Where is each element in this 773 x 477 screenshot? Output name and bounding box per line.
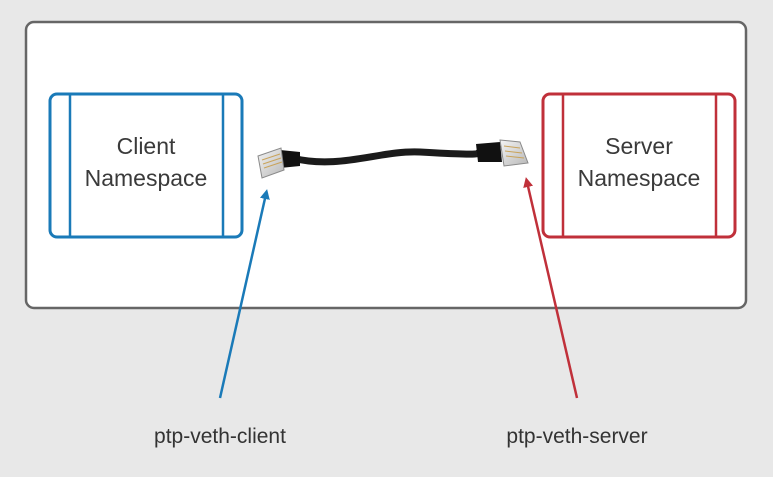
client-namespace-label-line1: Client xyxy=(117,133,176,159)
cable-body xyxy=(288,148,482,166)
cable-boot-left xyxy=(280,150,300,168)
server-interface-label: ptp-veth-server xyxy=(506,425,647,448)
server-namespace-label-line2: Namespace xyxy=(578,165,701,191)
rj45-plug-client-icon xyxy=(257,147,285,179)
client-namespace: Client Namespace xyxy=(48,92,244,239)
client-interface-label: ptp-veth-client xyxy=(154,425,286,448)
server-namespace: Server Namespace xyxy=(541,92,737,239)
ethernet-cable xyxy=(280,142,502,168)
client-namespace-box xyxy=(48,92,244,239)
server-namespace-label-line1: Server xyxy=(605,133,673,159)
server-namespace-box xyxy=(541,92,737,239)
server-interface-arrow xyxy=(523,177,579,399)
client-interface-arrow xyxy=(218,189,270,399)
cable-boot-right xyxy=(476,142,502,162)
rj45-plug-server-icon xyxy=(499,139,529,167)
client-namespace-label-line2: Namespace xyxy=(85,165,208,191)
